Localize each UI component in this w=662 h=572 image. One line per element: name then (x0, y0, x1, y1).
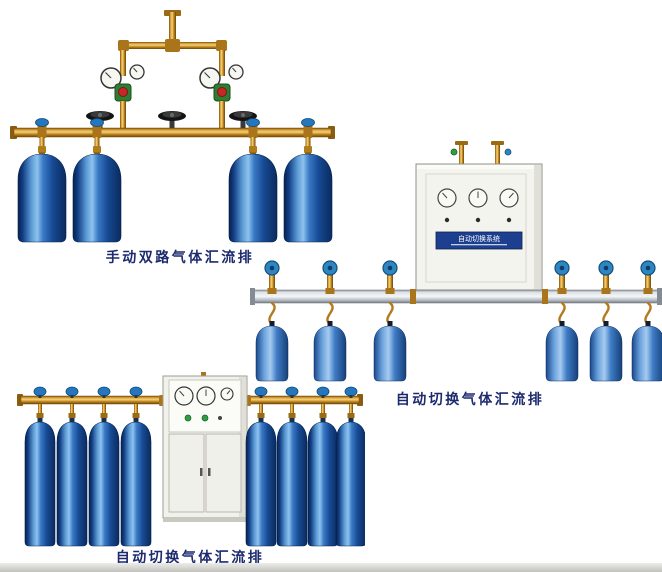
valve-handwheels (86, 111, 257, 128)
gas-cylinder (283, 153, 333, 243)
auto-manifold-floor-illustration (17, 372, 365, 547)
gas-cylinder (545, 321, 579, 382)
rail-valves (264, 260, 656, 294)
gas-cylinder (373, 321, 407, 382)
product-caption-auto-switch-wall: 自动切换气体汇流排 (395, 392, 545, 408)
gas-cylinder (307, 421, 339, 547)
gas-cylinder (245, 421, 277, 547)
manual-manifold-illustration (10, 10, 335, 243)
product-manual-dual-manifold[interactable] (0, 6, 345, 246)
gas-cylinder (72, 153, 122, 243)
cylinder-drop-connections (35, 118, 315, 157)
gas-cylinder (335, 421, 365, 547)
gas-cylinder (24, 421, 56, 547)
product-caption-auto-switch-floor: 自动切换气体汇流排 (115, 550, 265, 566)
cabinet-indicator-lights (444, 217, 512, 223)
inlet-header-pipes (118, 10, 227, 76)
gas-cylinder (589, 321, 623, 382)
cabinet-indicator-lights (184, 414, 222, 422)
control-cabinet: 自动切换系统 (415, 141, 543, 291)
pressure-regulator-right (199, 64, 244, 128)
cabinet-gauges (174, 386, 234, 406)
gas-cylinder (120, 421, 152, 547)
gas-cylinder (88, 421, 120, 547)
cabinet-gauges (437, 188, 519, 208)
floor-cabinet (162, 375, 248, 522)
bottom-border-strip (0, 563, 662, 572)
cabinet-doors (168, 433, 242, 513)
gas-cylinder (313, 321, 347, 382)
gas-cylinder (631, 321, 662, 382)
gas-cylinder (276, 421, 308, 547)
cabinet-plate-label: 自动切换系统 (458, 234, 500, 243)
gas-cylinder (56, 421, 88, 547)
pigtail-connectors (268, 301, 652, 326)
product-auto-switch-manifold-floor[interactable] (15, 372, 365, 548)
product-auto-switch-manifold-wall[interactable]: 自动切换系统 (250, 140, 662, 388)
auto-manifold-wall-illustration: 自动切换系统 (250, 141, 662, 382)
cabinet-name-plate: 自动切换系统 (435, 231, 523, 250)
gas-cylinder (17, 153, 67, 243)
gas-cylinder (255, 321, 289, 382)
gas-cylinder (228, 153, 278, 243)
pipe-valves (33, 386, 358, 423)
manifold-rail (250, 288, 662, 305)
pressure-regulator-left (100, 64, 145, 128)
product-caption-manual-dual: 手动双路气体汇流排 (105, 250, 255, 266)
